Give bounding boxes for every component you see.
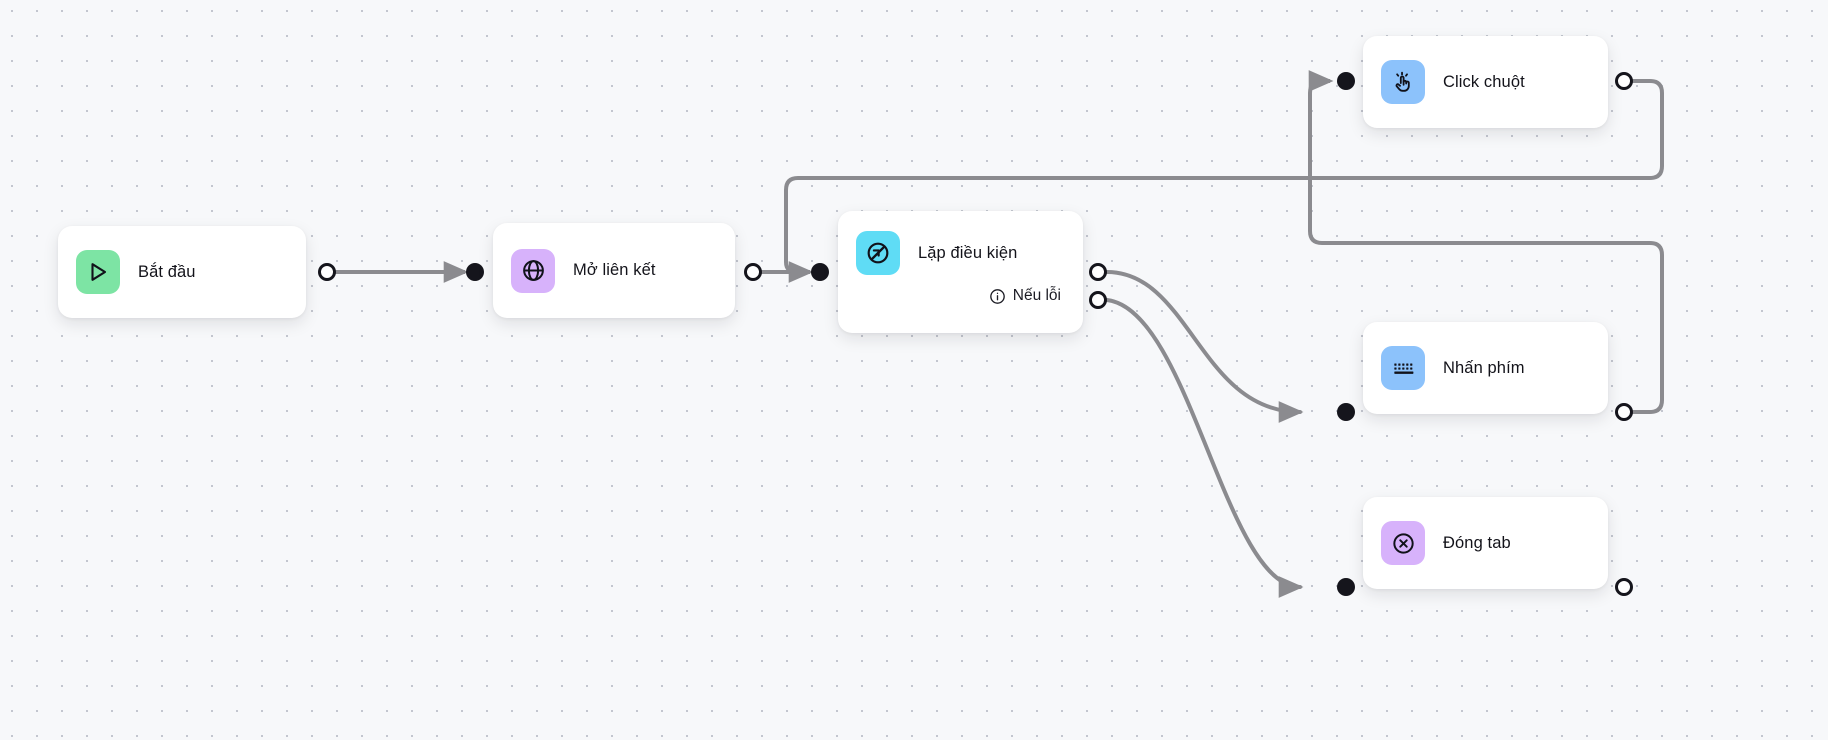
node-loop-condition-content: Lặp điều kiện [856,231,1065,275]
close-circle-icon [1381,521,1425,565]
keyboard-icon [1381,346,1425,390]
node-start-label: Bắt đầu [138,262,196,281]
node-close-tab-label: Đóng tab [1443,533,1511,552]
node-press-key-content: Nhấn phím [1381,346,1590,390]
node-mouse-click-content: Click chuột [1381,60,1590,104]
loop-slash-icon [856,231,900,275]
port-input-openlink[interactable] [466,263,484,281]
port-output-closetab[interactable] [1615,578,1633,596]
edge-loop-error-to-closetab [1105,298,1304,598]
node-press-key-label: Nhấn phím [1443,358,1525,377]
port-output-key[interactable] [1615,403,1633,421]
node-close-tab[interactable]: Đóng tab [1363,497,1608,589]
port-output-loop-error[interactable] [1089,291,1107,309]
port-output-loop-main[interactable] [1089,263,1107,281]
port-input-click[interactable] [1337,72,1355,90]
node-mouse-click[interactable]: Click chuột [1363,36,1608,128]
node-open-link[interactable]: Mở liên kết [493,223,735,318]
node-open-link-content: Mở liên kết [511,248,717,293]
node-mouse-click-label: Click chuột [1443,72,1525,91]
port-input-key[interactable] [1337,403,1355,421]
port-output-openlink[interactable] [744,263,762,281]
node-close-tab-content: Đóng tab [1381,521,1590,565]
click-hand-icon [1381,60,1425,104]
globe-icon [511,248,555,293]
info-icon [989,288,1006,305]
node-loop-error-branch[interactable]: Nếu lỗi [856,287,1065,305]
edge-loop-to-key [1105,270,1304,423]
play-icon [76,250,120,294]
port-output-start[interactable] [318,263,336,281]
node-start-content: Bắt đầu [76,250,288,294]
port-output-click[interactable] [1615,72,1633,90]
node-open-link-label: Mở liên kết [573,261,656,279]
node-start[interactable]: Bắt đầu [58,226,306,318]
node-loop-condition-label: Lặp điều kiện [918,243,1018,262]
port-input-loop[interactable] [811,263,829,281]
node-press-key[interactable]: Nhấn phím [1363,322,1608,414]
port-input-closetab[interactable] [1337,578,1355,596]
node-loop-condition[interactable]: Lặp điều kiện Nếu lỗi [838,211,1083,333]
node-loop-error-label: Nếu lỗi [1012,287,1061,304]
